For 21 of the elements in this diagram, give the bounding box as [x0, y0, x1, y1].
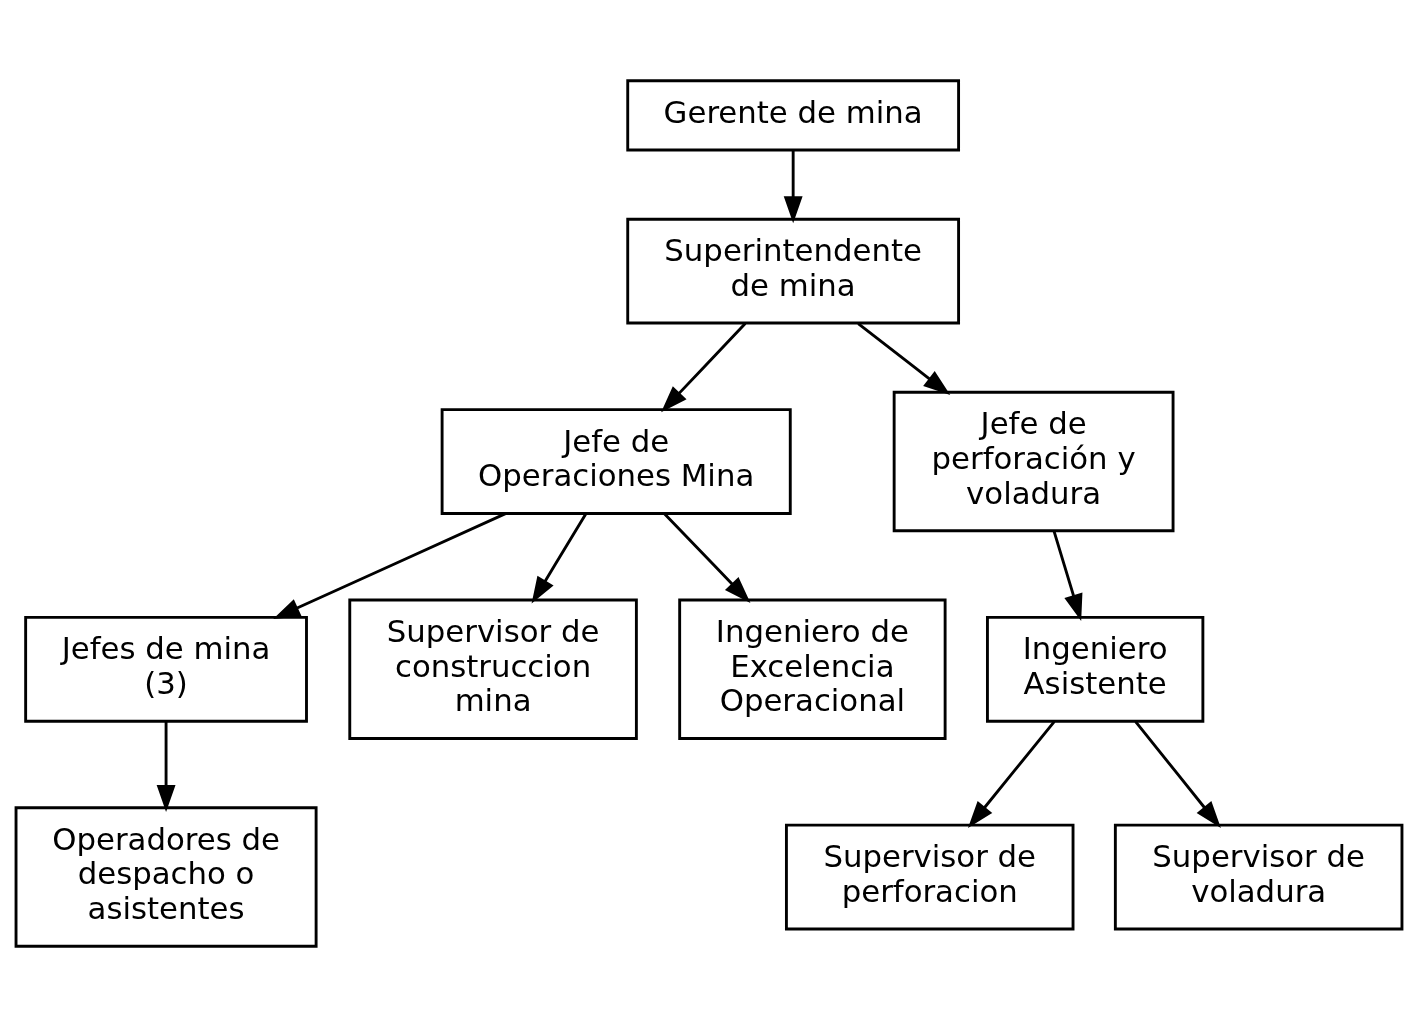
arrow	[156, 721, 176, 812]
node-box: Operadores de despacho o asistentes	[14, 806, 318, 948]
node-box: Jefe de Operaciones Mina	[440, 408, 792, 515]
node-box: Supervisor de construccion mina	[348, 598, 638, 740]
arrow	[857, 322, 951, 395]
arrow	[967, 720, 1056, 828]
arrow	[663, 512, 751, 604]
node-box: Gerente de mina	[626, 79, 961, 152]
node-box: Ingeniero de Excelencia Operacional	[678, 598, 947, 740]
node-box: Ingeniero Asistente	[986, 615, 1205, 723]
node-box: Superintendente de mina	[626, 217, 961, 325]
arrow	[661, 322, 747, 413]
node-box: Supervisor de voladura	[1113, 823, 1404, 931]
arrow	[273, 512, 507, 619]
node-box: Jefes de mina (3)	[24, 615, 308, 723]
arrow	[1134, 720, 1221, 828]
arrow	[531, 513, 587, 604]
arrow	[1052, 530, 1083, 622]
node-box: Supervisor de perforacion	[784, 823, 1075, 931]
node-box: Jefe de perforación y voladura	[892, 390, 1175, 533]
arrow	[783, 150, 803, 224]
